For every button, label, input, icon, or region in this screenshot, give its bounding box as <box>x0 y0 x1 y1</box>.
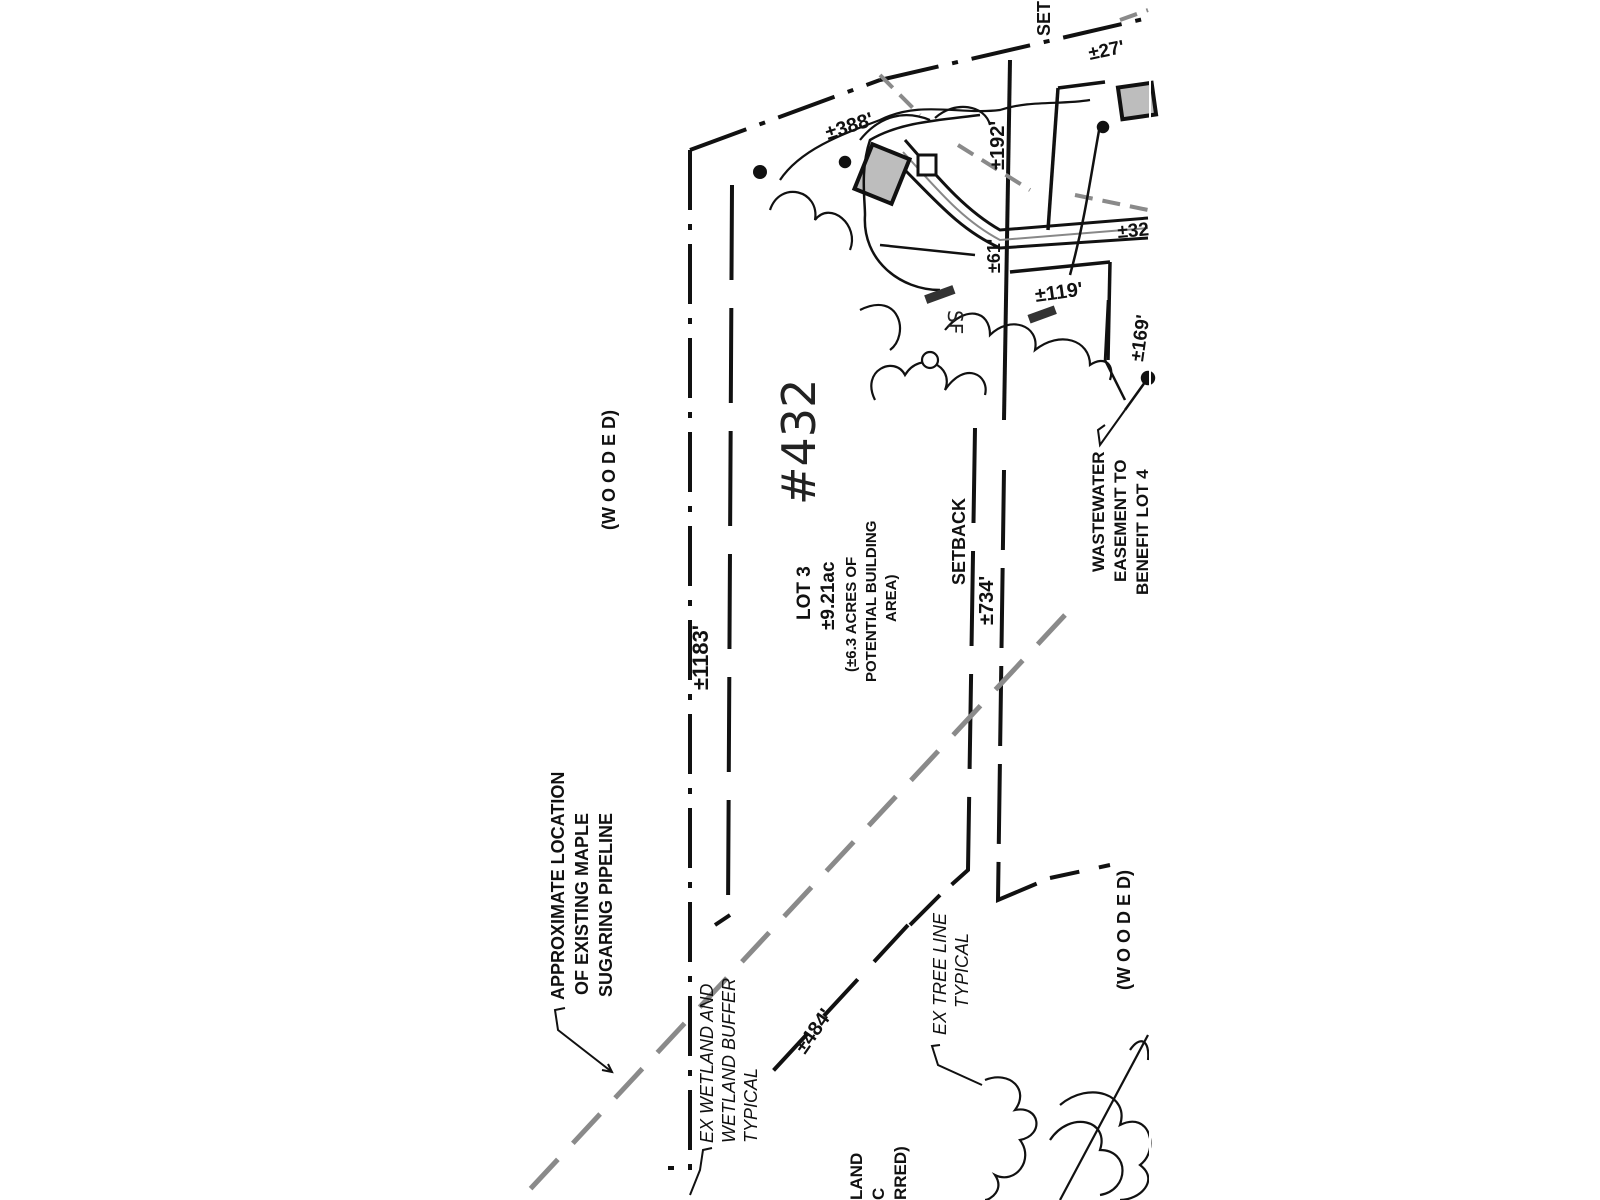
wooded-label-right: (W O O D E D) <box>1114 870 1134 990</box>
leader-lines <box>553 409 1126 1196</box>
svg-text:EX WETLAND AND: EX WETLAND AND <box>697 984 717 1143</box>
tree-symbol <box>753 165 767 179</box>
easement-label: WASTEWATER EASEMENT TO BENEFIT LOT 4 <box>1089 451 1152 595</box>
svg-text:C: C <box>869 1188 888 1200</box>
svg-text:±9.21ac: ±9.21ac <box>818 561 839 630</box>
svg-text:AREA): AREA) <box>883 574 900 622</box>
wetland-buffer <box>758 923 910 1087</box>
svg-text:(±6.3 ACRES OF: (±6.3 ACRES OF <box>843 557 860 672</box>
setback-label: SETBACK <box>949 498 969 585</box>
cut-off-label: LAND C RRED) <box>847 1146 910 1200</box>
dim-1183: ±1183' <box>688 625 713 690</box>
service-lines <box>838 113 1156 411</box>
svg-text:EX TREE LINE: EX TREE LINE <box>930 912 950 1035</box>
svg-text:LAND: LAND <box>847 1153 866 1200</box>
svg-text:APPROXIMATE LOCATION: APPROXIMATE LOCATION <box>548 772 568 1000</box>
setback-line-right <box>713 427 977 927</box>
svg-text:WETLAND BUFFER: WETLAND BUFFER <box>719 978 739 1143</box>
property-boundary <box>668 16 1149 1170</box>
pipeline-label: APPROXIMATE LOCATION OF EXISTING MAPLE S… <box>548 772 616 1000</box>
svg-text:BENEFIT LOT 4: BENEFIT LOT 4 <box>1133 469 1152 595</box>
tree-line-scallops <box>768 98 1113 401</box>
easement-line <box>1009 80 1112 361</box>
setback-line-left <box>726 184 734 916</box>
svg-text:WASTEWATER: WASTEWATER <box>1089 451 1108 572</box>
svg-text:POTENTIAL BUILDING: POTENTIAL BUILDING <box>863 521 880 682</box>
dim-61: ±61' <box>984 239 1004 273</box>
wetland-label: EX WETLAND AND WETLAND BUFFER TYPICAL <box>697 978 761 1143</box>
handwritten-number: #432 <box>772 379 826 505</box>
septic-tanks <box>924 285 1057 324</box>
dim-484: ±484' <box>791 1005 837 1058</box>
svg-text:TYPICAL: TYPICAL <box>952 933 972 1008</box>
dim-119: ±119' <box>1034 278 1085 306</box>
sf-mark: SF <box>943 310 967 334</box>
svg-text:TYPICAL: TYPICAL <box>741 1068 761 1143</box>
svg-text:LOT 3: LOT 3 <box>794 566 815 620</box>
svg-text:EASEMENT TO: EASEMENT TO <box>1111 460 1130 582</box>
dim-734: ±734' <box>976 576 998 625</box>
svg-text:RRED): RRED) <box>891 1146 910 1200</box>
svg-text:OF EXISTING MAPLE: OF EXISTING MAPLE <box>572 813 592 995</box>
lot-3-label: LOT 3 ±9.21ac (±6.3 ACRES OF POTENTIAL B… <box>794 521 900 682</box>
wooded-label-left: (W O O D E D) <box>599 410 619 530</box>
svg-text:SUGARING PIPELINE: SUGARING PIPELINE <box>596 813 616 997</box>
house-lot4 <box>1115 80 1159 122</box>
dim-388: ±388' <box>823 109 877 145</box>
dim-27: ±27' <box>1087 37 1127 65</box>
dim-192: ±192' <box>987 121 1009 170</box>
tree-line-bottom <box>984 1034 1152 1200</box>
setback-label-top: SET <box>1034 1 1054 36</box>
dim-32: ±32 <box>1117 219 1150 243</box>
maple-pipeline <box>518 613 1067 1200</box>
tree-line-label: EX TREE LINE TYPICAL <box>930 912 972 1035</box>
